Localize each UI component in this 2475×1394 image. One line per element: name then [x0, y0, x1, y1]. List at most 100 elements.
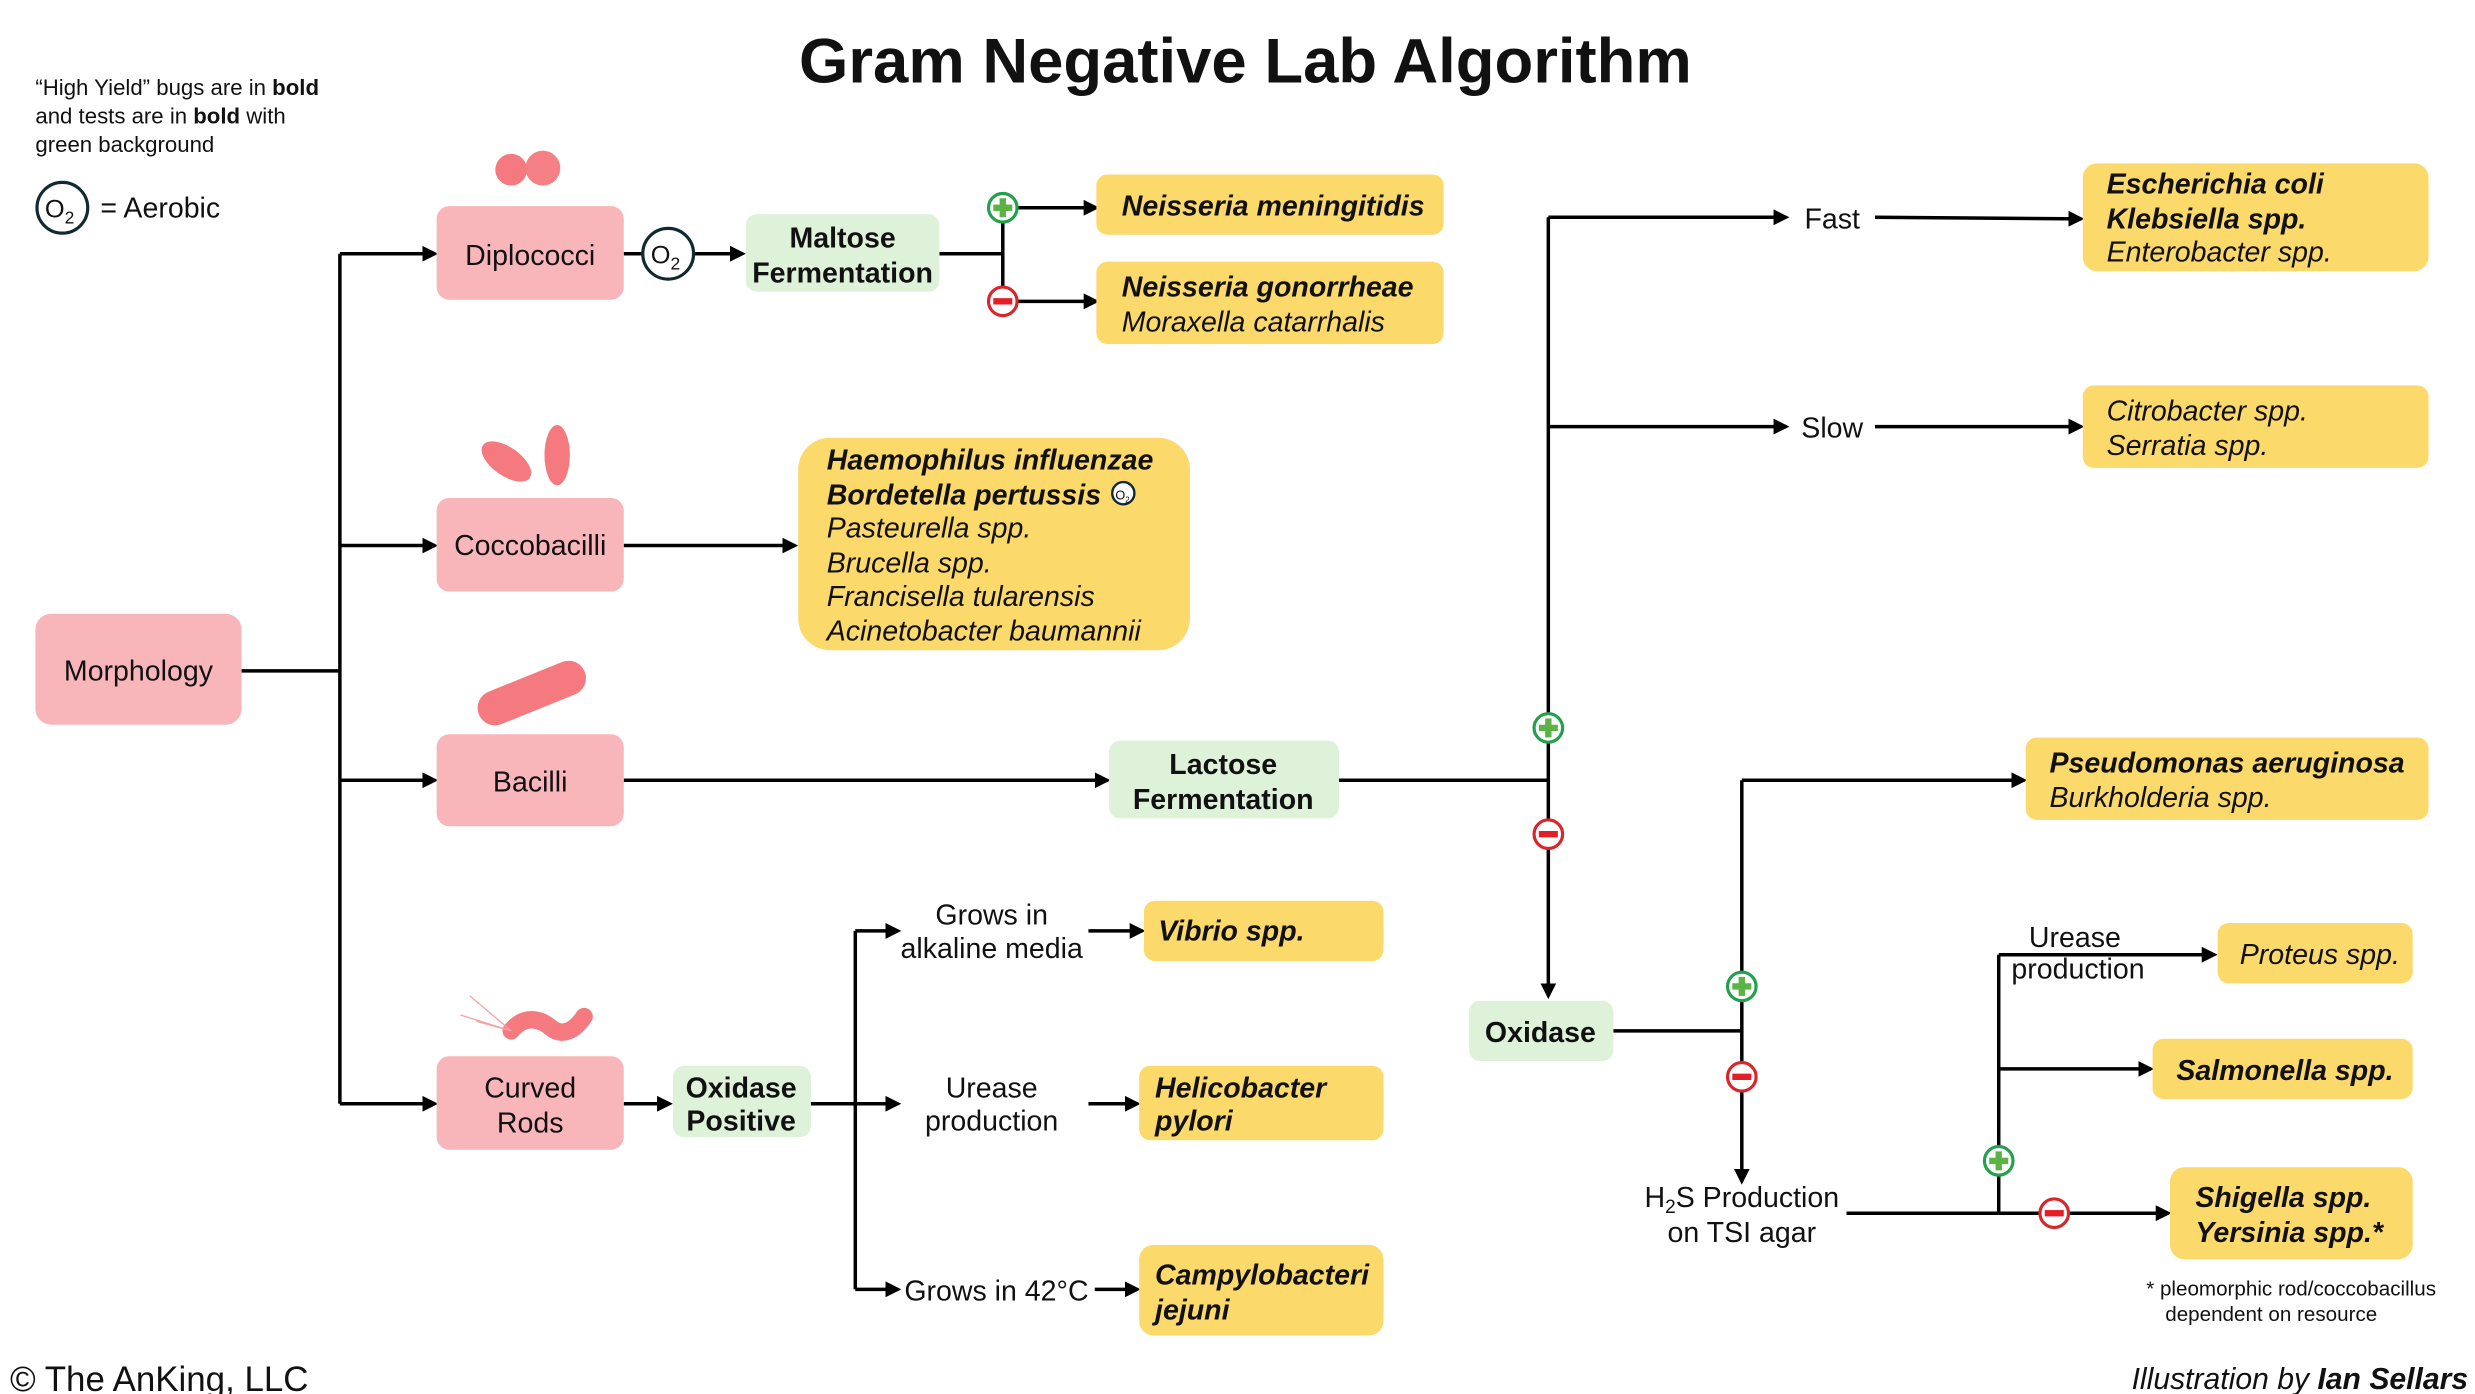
aerobic-icon: O2: [641, 226, 696, 281]
svg-text:Klebsiella spp.: Klebsiella spp.: [2107, 203, 2307, 235]
organism-box-shigella: Shigella spp. Yersinia spp.*: [2170, 1167, 2413, 1260]
diplococcus-icon: [495, 150, 561, 186]
svg-text:Vibrio spp.: Vibrio spp.: [1158, 915, 1304, 947]
positive-icon: [1725, 970, 1758, 1003]
alkaline-label: Grows in: [935, 900, 1048, 932]
svg-text:Bordetella pertussis: Bordetella pertussis: [827, 479, 1101, 511]
svg-text:Fermentation: Fermentation: [752, 257, 933, 289]
footnote-2: dependent on resource: [2165, 1303, 2377, 1326]
svg-text:Francisella tularensis: Francisella tularensis: [827, 581, 1095, 613]
organism-box-helicobacter: Helicobacter pylori: [1139, 1065, 1384, 1141]
urease-right-label: Urease: [2029, 922, 2121, 954]
svg-text:Haemophilus influenzae: Haemophilus influenzae: [827, 444, 1154, 476]
alkaline-label-2: alkaline media: [900, 933, 1083, 965]
svg-text:Neisseria meningitidis: Neisseria meningitidis: [1122, 191, 1425, 223]
svg-text:O2: O2: [45, 195, 74, 227]
coccobacillus-icon: [481, 425, 570, 486]
svg-text:jejuni: jejuni: [1151, 1294, 1231, 1326]
positive-icon: [1982, 1145, 2015, 1177]
maltose-fermentation-test: Maltose Fermentation: [745, 214, 940, 292]
aerobic-icon: O2: [1111, 480, 1136, 506]
svg-text:Neisseria gonorrheae: Neisseria gonorrheae: [1122, 272, 1414, 304]
organism-box-fast: Escherichia coli Klebsiella spp. Enterob…: [2082, 163, 2429, 272]
negative-icon: [1725, 1060, 1758, 1093]
svg-text:Coccobacilli: Coccobacilli: [454, 530, 606, 562]
footnote: * pleomorphic rod/coccobacillus: [2146, 1278, 2436, 1301]
svg-text:Moraxella catarrhalis: Moraxella catarrhalis: [1122, 306, 1385, 338]
svg-text:“High Yield” bugs are in bold: “High Yield” bugs are in bold: [35, 75, 319, 100]
svg-text:Acinetobacter baumannii: Acinetobacter baumannii: [825, 616, 1142, 648]
organism-box-proteus: Proteus spp.: [2217, 922, 2413, 984]
slow-label: Slow: [1801, 413, 1863, 445]
urease-right-label-2: production: [2011, 953, 2144, 985]
coccobacilli-node: Coccobacilli: [436, 497, 624, 592]
curved-rods-node: Curved Rods: [436, 1056, 624, 1150]
illustration-credit: Illustration by Ian Sellars: [2132, 1363, 2469, 1394]
svg-text:Lactose: Lactose: [1169, 749, 1277, 781]
negative-icon: [2038, 1197, 2071, 1230]
oxidase-test: Oxidase: [1469, 1000, 1614, 1061]
svg-text:Morphology: Morphology: [64, 655, 214, 687]
organism-box-salmonella: Salmonella spp.: [2152, 1038, 2413, 1100]
grows-42-label: Grows in 42°C: [904, 1275, 1088, 1307]
svg-text:pylori: pylori: [1154, 1106, 1234, 1138]
svg-text:Pseudomonas aeruginosa: Pseudomonas aeruginosa: [2049, 747, 2404, 779]
legend-bold-2: bold: [193, 104, 240, 129]
negative-icon: [1532, 818, 1565, 851]
svg-text:Rods: Rods: [497, 1107, 564, 1139]
organism-box-meningitidis: Neisseria meningitidis: [1096, 174, 1444, 235]
svg-text:O2: O2: [651, 241, 680, 273]
positive-icon: [1532, 712, 1565, 744]
connectors: [241, 199, 2218, 1298]
organism-box-vibrio: Vibrio spp.: [1143, 900, 1384, 962]
negative-icon: [986, 285, 1019, 318]
svg-text:Pasteurella spp.: Pasteurella spp.: [827, 513, 1032, 545]
aerobic-icon: O2: [35, 180, 90, 235]
svg-text:Bacilli: Bacilli: [493, 766, 568, 798]
lactose-fermentation-test: Lactose Fermentation: [1109, 740, 1339, 819]
oxidase-positive-test: Oxidase Positive: [672, 1065, 811, 1138]
svg-text:Maltose: Maltose: [789, 222, 895, 254]
bacillus-icon: [477, 660, 586, 726]
h2s-label-2: on TSI agar: [1668, 1217, 1817, 1249]
legend-line1: “High Yield” bugs are in: [35, 75, 272, 100]
svg-text:Campylobacteri: Campylobacteri: [1155, 1260, 1370, 1292]
copyright: © The AnKing, LLC: [10, 1360, 308, 1394]
page-title: Gram Negative Lab Algorithm: [799, 26, 1692, 96]
svg-text:Citrobacter spp.: Citrobacter spp.: [2107, 395, 2308, 427]
legend-bold: bold: [272, 75, 319, 100]
organism-box-gonorrheae: Neisseria gonorrheae Moraxella catarrhal…: [1096, 261, 1444, 345]
svg-text:Helicobacter: Helicobacter: [1155, 1072, 1328, 1104]
svg-text:Diplococci: Diplococci: [465, 240, 595, 272]
svg-text:and tests are in bold with: and tests are in bold with: [35, 104, 285, 129]
svg-text:Positive: Positive: [686, 1106, 795, 1138]
urease-label-2: production: [925, 1106, 1058, 1138]
svg-text:Serratia spp.: Serratia spp.: [2107, 430, 2269, 462]
morphology-node: Morphology: [35, 613, 242, 725]
legend: “High Yield” bugs are in bold and tests …: [35, 75, 319, 235]
legend-aerobic-label: = Aerobic: [100, 192, 220, 224]
organism-box-slow: Citrobacter spp. Serratia spp.: [2082, 385, 2429, 468]
curved-rod-icon: [460, 995, 593, 1041]
positive-icon: [986, 191, 1019, 224]
urease-label: Urease: [946, 1072, 1038, 1104]
legend-line2-post: with: [240, 104, 286, 129]
svg-text:Proteus spp.: Proteus spp.: [2240, 939, 2400, 971]
svg-text:Brucella spp.: Brucella spp.: [827, 548, 992, 580]
svg-text:Fermentation: Fermentation: [1133, 784, 1314, 816]
diplococci-node: Diplococci: [436, 206, 624, 300]
svg-text:Oxidase: Oxidase: [686, 1072, 797, 1104]
svg-text:Salmonella spp.: Salmonella spp.: [2176, 1055, 2393, 1087]
svg-text:Burkholderia spp.: Burkholderia spp.: [2049, 782, 2271, 814]
svg-text:Enterobacter spp.: Enterobacter spp.: [2107, 237, 2332, 269]
legend-line2: and tests are in: [35, 104, 193, 129]
svg-text:Yersinia spp.*: Yersinia spp.*: [2195, 1217, 2385, 1249]
h2s-label: H2S Production: [1645, 1182, 1840, 1218]
fast-label: Fast: [1804, 203, 1860, 235]
svg-text:Shigella spp.: Shigella spp.: [2195, 1182, 2371, 1214]
bacilli-node: Bacilli: [436, 734, 624, 827]
organism-box-pseudomonas: Pseudomonas aeruginosa Burkholderia spp.: [2025, 737, 2429, 820]
svg-text:Curved: Curved: [484, 1072, 576, 1104]
legend-line3: green background: [35, 132, 214, 157]
